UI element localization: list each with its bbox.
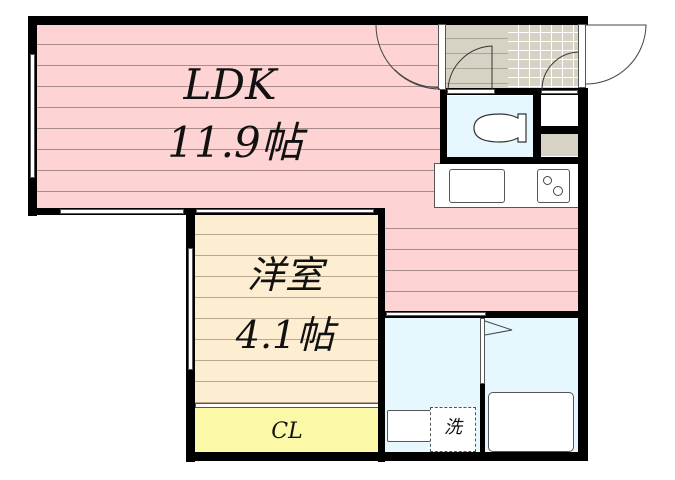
wash-basin-icon [387, 410, 431, 442]
western-room [195, 214, 379, 404]
wall-top [28, 16, 588, 25]
ldk-extension [384, 208, 580, 312]
ldk-size-label: 11.9帖 [167, 118, 303, 167]
washer-space [430, 407, 476, 452]
western-name-label: 洋室 [246, 253, 323, 297]
entrance-step [438, 24, 446, 90]
toilet-door-arc-icon [447, 45, 493, 90]
sliding-door-western [196, 209, 374, 213]
wall-western-right [378, 208, 385, 462]
closet [195, 408, 379, 454]
stove-icon [537, 169, 570, 203]
entrance-floor [446, 24, 510, 90]
storage-door [541, 90, 578, 94]
window-bottom-ldk [60, 209, 184, 214]
wall-storage-mid [540, 126, 580, 134]
closet-door [195, 403, 379, 408]
closet-label: CL [271, 419, 303, 444]
wall-toilet-bottom [440, 157, 580, 164]
sink-icon [449, 169, 505, 203]
bath-door [480, 318, 485, 384]
entrance-door-arc-icon [585, 24, 647, 85]
washer-label: 洗 [444, 417, 462, 438]
window-western [188, 248, 193, 370]
wall-toilet-left [440, 88, 447, 164]
storage-white [540, 94, 578, 126]
wall-toilet-top [440, 88, 580, 95]
storage-door-arc-icon [541, 51, 579, 92]
ldk-door-arc-icon [375, 24, 441, 90]
wall-toilet-right [533, 88, 541, 164]
bath-door-icon [484, 320, 513, 336]
entrance-door-frame [578, 24, 586, 88]
western-size-label: 4.1帖 [235, 313, 335, 357]
toilet-icon [473, 113, 527, 143]
ldk-name-label: LDK [183, 60, 277, 109]
wall-wash-bath [480, 318, 485, 454]
ldk-room [36, 24, 442, 210]
bathtub-icon [488, 392, 574, 452]
window-left-ldk [30, 54, 35, 178]
wall-bottom [186, 452, 588, 461]
storage-gray [540, 134, 578, 156]
toilet-door [447, 89, 495, 94]
wall-right [578, 88, 588, 461]
sliding-door-wash [386, 312, 486, 316]
